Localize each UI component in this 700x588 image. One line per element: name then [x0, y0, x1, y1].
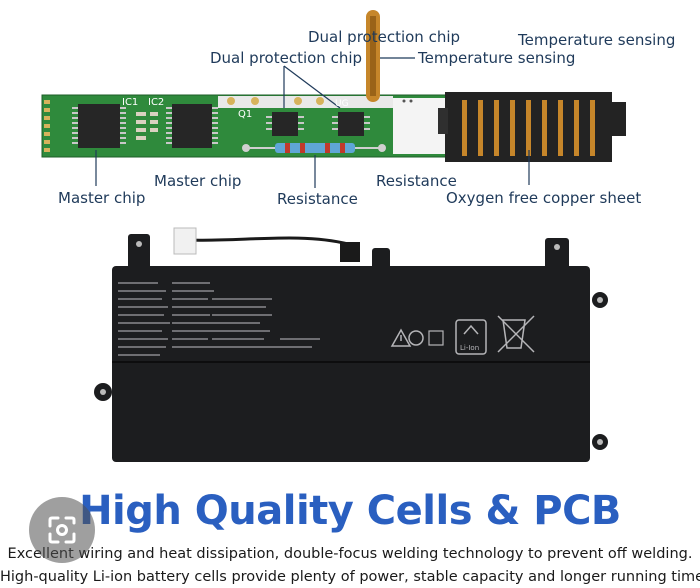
smd-components [136, 112, 158, 140]
label-oxygen-free-copper-sheet: Oxygen free copper sheet [446, 189, 642, 207]
silk-ic2: IC2 [148, 97, 164, 108]
li-ion-mark: Li-Ion [460, 344, 479, 352]
label-dual-protection-chip: Dual protection chip [210, 49, 363, 67]
pcb-white-strip [218, 96, 393, 108]
silk-ic1: IC1 [122, 97, 138, 108]
warning-triangle-icon [390, 328, 412, 347]
description-line-2: High-quality Li-ion battery cells provid… [0, 569, 700, 585]
description-line-1: Excellent wiring and heat dissipation, d… [7, 546, 693, 562]
leader-lines [95, 57, 530, 188]
li-ion-recycle-icon: Li-Ion [455, 319, 487, 355]
battery-cable [173, 227, 360, 262]
label-master-chip-upper: Master chip [154, 172, 242, 190]
protection-chip-leads [266, 116, 370, 130]
mark-circle-icon [408, 330, 424, 346]
copper-connector [438, 92, 626, 162]
label-master-chip: Master chip [58, 189, 146, 207]
label-resistance-upper: Resistance [376, 172, 457, 190]
ic1-chip [72, 104, 126, 148]
label-temperature-sensing-top: Temperature sensing [518, 31, 676, 49]
mark-grid-icon [428, 330, 444, 346]
protection-chip-2 [338, 112, 364, 136]
silk-q1: Q1 [238, 109, 252, 120]
battery-body [112, 266, 590, 462]
label-temperature-sensing: Temperature sensing [418, 49, 576, 67]
google-lens-icon[interactable] [29, 497, 95, 563]
pcb-diagram: IC1 IC2 Q1 UG [41, 10, 626, 188]
label-resistance: Resistance [277, 190, 358, 208]
crossed-bin-icon [497, 315, 535, 353]
resistor-component [246, 143, 382, 153]
lens-glyph-icon [48, 516, 76, 544]
pcb-edge-pads [44, 100, 50, 152]
protection-chip-1 [272, 112, 298, 136]
label-dual-protection-chip-top: Dual protection chip [308, 28, 461, 46]
silk-ug: UG [335, 99, 349, 109]
temperature-sensor-strip [366, 10, 380, 102]
battery-pack: Li-Ion [94, 227, 608, 462]
ic2-chip [166, 104, 218, 148]
battery-label-print [118, 282, 320, 356]
headline: High Quality Cells & PCB [79, 488, 621, 534]
